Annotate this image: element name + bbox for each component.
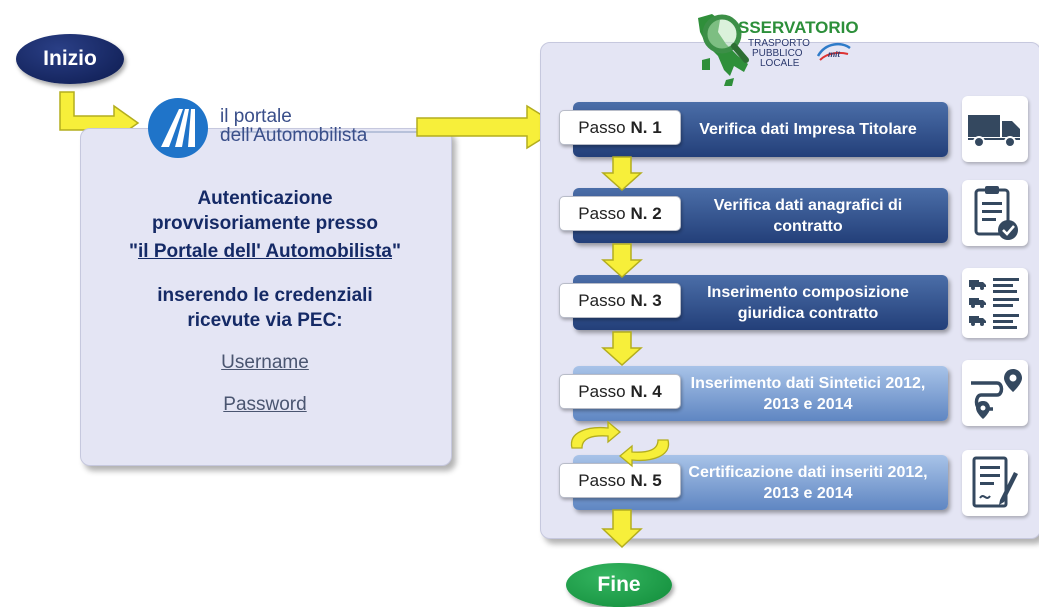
osservatorio-title: SSERVATORIO xyxy=(738,18,859,37)
step-4-passo: Passo xyxy=(578,381,626,401)
step-3-number: N. 3 xyxy=(630,290,662,310)
password-label[interactable]: Password xyxy=(223,394,307,415)
step-2-number: N. 2 xyxy=(630,203,662,223)
osservatorio-line2: PUBBLICO xyxy=(752,48,803,59)
portal-logo-line1: il portale xyxy=(220,106,292,127)
document-sign-icon xyxy=(972,456,1018,508)
credentials-line-1: inserendo le credenziali xyxy=(157,285,373,306)
step-3-passo: Passo xyxy=(578,290,626,310)
step-1-title: Verifica dati Impresa Titolare xyxy=(699,121,917,138)
down-arrow-icon xyxy=(601,331,643,367)
mit-swoosh-icon xyxy=(816,42,851,61)
down-arrow-icon xyxy=(601,243,643,279)
step-2-icon-card xyxy=(962,180,1028,246)
step-4-icon-card xyxy=(962,360,1028,426)
quote-open: " xyxy=(128,241,138,262)
portal-logo-line2: dell'Automobilista xyxy=(220,125,368,146)
step-5-icon-card xyxy=(962,450,1028,516)
password-link[interactable]: Password xyxy=(80,394,450,416)
step-5-passo: Passo xyxy=(578,470,626,490)
truck-icon xyxy=(968,115,1020,148)
username-label[interactable]: Username xyxy=(221,352,309,373)
truck-list-icon xyxy=(969,278,1019,329)
italy-magnifier-icon xyxy=(698,14,749,86)
step-2-passo: Passo xyxy=(578,203,626,223)
clipboard-check-icon xyxy=(974,186,1018,240)
step-5-title: Certificazione dati inseriti 2012, 2013 … xyxy=(688,463,928,502)
step-4-title: Inserimento dati Sintetici 2012, 2013 e … xyxy=(690,374,926,413)
step-2-title: Verifica dati anagrafici di contratto xyxy=(713,196,903,235)
username-link[interactable]: Username xyxy=(80,352,450,374)
osservatorio-line3: LOCALE xyxy=(760,58,800,69)
step-1-passo: Passo xyxy=(578,117,626,137)
mit-label: mit xyxy=(828,50,840,59)
step-1-icon-card xyxy=(962,96,1028,162)
step-3-title: Inserimento composizione giuridica contr… xyxy=(707,283,909,322)
osservatorio-line1: TRASPORTO xyxy=(748,38,810,49)
portale-automobilista-logo: il portale dell'Automobilista xyxy=(140,97,456,161)
auth-line-1: Autenticazione xyxy=(197,188,333,209)
end-node: Fine xyxy=(566,563,672,607)
step-1-number: N. 1 xyxy=(630,117,662,137)
cycle-arrows-icon xyxy=(570,420,670,468)
quote-close: " xyxy=(392,241,402,262)
auth-line-3: "il Portale dell' Automobilista" xyxy=(80,239,450,264)
osservatorio-logo: SSERVATORIO TRASPORTO PUBBLICO LOCALE mi… xyxy=(688,10,888,90)
down-arrow-icon xyxy=(601,509,643,549)
down-arrow-icon xyxy=(601,156,643,192)
step-4-number: N. 4 xyxy=(630,381,662,401)
credentials-line-2: ricevute via PEC: xyxy=(187,310,343,331)
auth-line-2: provvisoriamente presso xyxy=(152,213,378,234)
authentication-panel xyxy=(80,128,452,466)
step-5-number: N. 5 xyxy=(630,470,662,490)
start-node: Inizio xyxy=(16,34,124,84)
road-logo-icon xyxy=(148,98,208,158)
mit-logo: mit xyxy=(816,40,852,62)
route-pin-icon xyxy=(971,369,1022,419)
end-label: Fine xyxy=(597,573,641,596)
start-label: Inizio xyxy=(43,47,97,70)
portal-link[interactable]: il Portale dell' Automobilista xyxy=(137,241,392,262)
step-3-icon-card xyxy=(962,268,1028,338)
